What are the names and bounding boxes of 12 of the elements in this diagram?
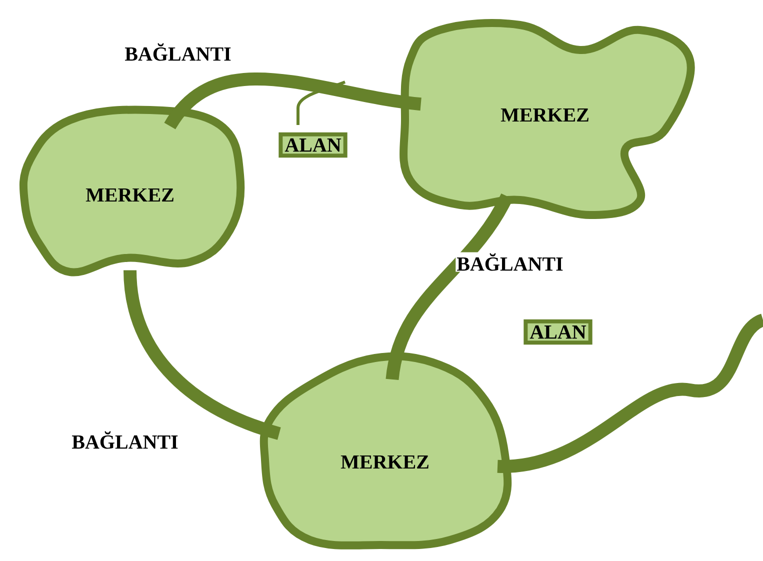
corridor bbox=[124, 270, 282, 440]
edge-label: BAĞLANTI bbox=[124, 42, 232, 62]
edge-label: BAĞLANTI bbox=[456, 252, 564, 272]
center-blob: MERKEZ bbox=[400, 19, 695, 219]
corridor bbox=[164, 72, 422, 130]
edge-label: BAĞLANTI bbox=[70, 430, 180, 450]
center-blob: MERKEZ bbox=[260, 352, 512, 550]
corridor bbox=[497, 314, 763, 473]
area-box: ALAN bbox=[524, 319, 592, 345]
corridor bbox=[386, 193, 513, 380]
area-box: ALAN bbox=[278, 132, 348, 158]
center-blob: MERKEZ bbox=[19, 106, 245, 276]
